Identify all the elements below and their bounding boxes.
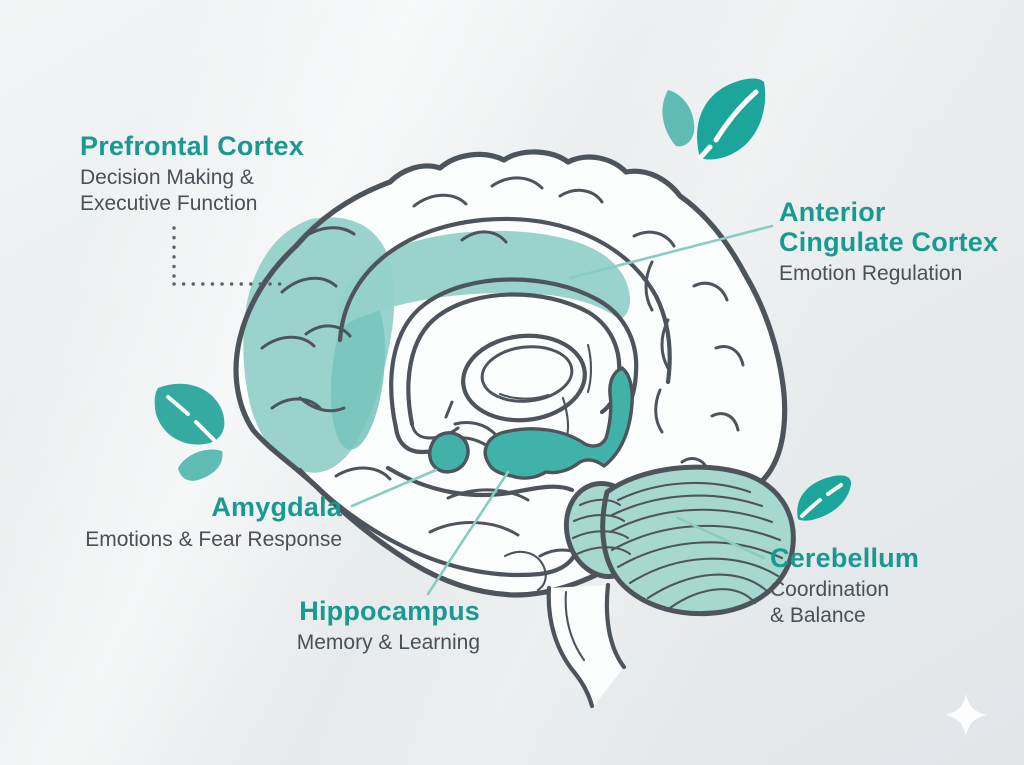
anterior-cingulate-label-block: Anterior Cingulate Cortex Emotion Regula…: [779, 197, 998, 287]
cerebellum-stripes: [571, 481, 784, 610]
cerebellum-leader-line: [676, 516, 766, 560]
leaf-right: [797, 475, 852, 521]
thalamus-outline: [461, 333, 587, 423]
sparkle-icon: [945, 694, 987, 736]
amygdala-label-block: Amygdala: [32, 492, 342, 522]
prefrontal-cortex-title: Prefrontal Cortex: [80, 131, 304, 161]
leaves-top-right: [662, 78, 766, 161]
cerebellum-region: [563, 464, 796, 617]
corpus-callosum-outer: [389, 277, 639, 431]
amygdala-title: Amygdala: [211, 492, 342, 522]
amygdala-region: [427, 431, 470, 474]
leader-lines: [172, 224, 774, 596]
prefrontal-cortex-description: Decision Making & Executive Function: [80, 166, 258, 215]
gyri-lines: [260, 176, 745, 592]
hippocampus-region: [483, 366, 634, 480]
anterior-cingulate-description: Emotion Regulation: [779, 262, 963, 285]
amygdala-description: Emotions & Fear Response: [85, 528, 342, 551]
hippocampus-leader-line: [426, 470, 510, 596]
cerebellum-title: Cerebellum: [770, 543, 920, 573]
thalamus-inner: [480, 345, 574, 403]
hippocampus-label-block: Hippocampus Memory & Learning: [180, 596, 480, 656]
prefrontal-label-block: Prefrontal Cortex Decision Making & Exec…: [80, 131, 304, 217]
anterior-cingulate-title: Anterior Cingulate Cortex: [779, 197, 999, 257]
cerebellum-label-block: Cerebellum Coordination & Balance: [770, 543, 919, 629]
prefrontal-dotted-line: [172, 226, 290, 286]
prefrontal-shade: [330, 294, 386, 450]
hippocampus-title: Hippocampus: [299, 596, 480, 626]
leaves-left: [154, 383, 225, 481]
leaf-icon: [178, 449, 223, 481]
anterior-cingulate-region: [337, 230, 631, 326]
amygdala-description-block: Emotions & Fear Response: [0, 527, 342, 553]
cerebellum-description: Coordination & Balance: [770, 578, 890, 627]
amygdala-leader-line: [350, 468, 438, 508]
leaf-icon: [662, 90, 695, 147]
brain-stem: [546, 582, 627, 709]
hippocampus-description: Memory & Learning: [296, 631, 480, 654]
acc-leader-line: [568, 224, 774, 280]
